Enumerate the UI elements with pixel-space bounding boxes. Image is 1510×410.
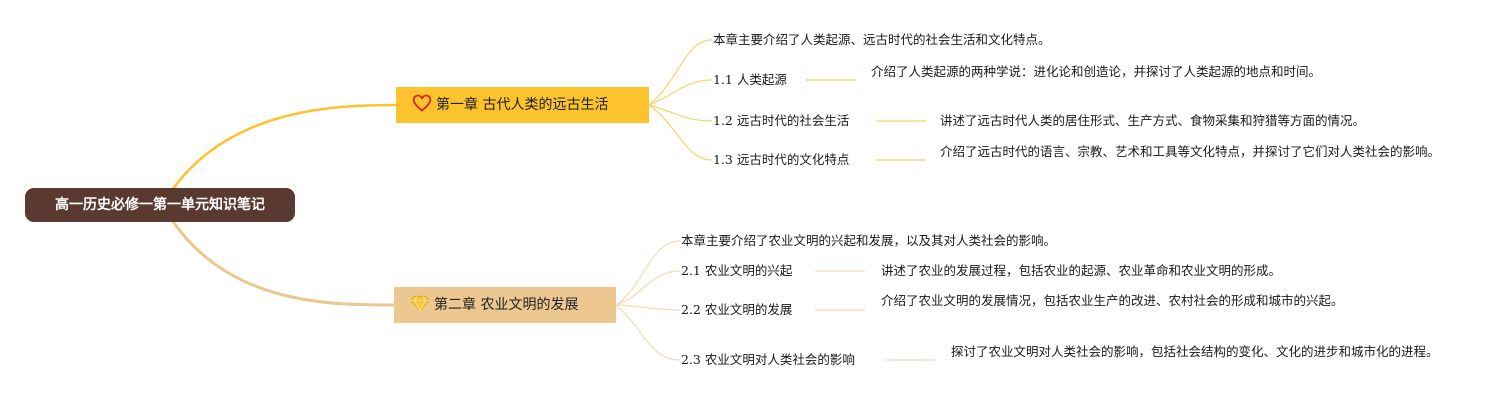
- link-root-ch1: [170, 103, 397, 191]
- chapter-2-node[interactable]: 第二章 农业文明的发展: [394, 287, 616, 323]
- link-ch2-s3: [615, 304, 681, 361]
- link-ch2-s1: [615, 270, 681, 306]
- link-ch2-summary: [615, 240, 681, 306]
- chapter-2-title: 第二章 农业文明的发展: [434, 297, 579, 313]
- section-2-2-title[interactable]: 2.2 农业文明的发展: [681, 302, 793, 317]
- link-root-ch2: [170, 219, 395, 307]
- section-2-1-detail[interactable]: 讲述了农业的发展过程，包括农业的起源、农业革命和农业文明的形成。: [881, 263, 1282, 278]
- section-2-2-detail[interactable]: 介绍了农业文明的发展情况，包括农业生产的改进、农村社会的形成和城市的兴起。: [881, 293, 1344, 308]
- chapter-1-summary[interactable]: 本章主要介绍了人类起源、远古时代的社会生活和文化特点。: [713, 32, 1051, 47]
- link-ch1-s1: [648, 79, 713, 106]
- section-1-3-detail[interactable]: 介绍了远古时代的语言、宗教、艺术和工具等文化特点，并探讨了它们对人类社会的影响。: [940, 144, 1441, 159]
- chapter-2-summary[interactable]: 本章主要介绍了农业文明的兴起和发展，以及其对人类社会的影响。: [681, 233, 1057, 248]
- link-ch2-s2: [615, 304, 681, 311]
- chapter-1-title: 第一章 古代人类的远古生活: [436, 97, 609, 113]
- link-ch1-s2: [648, 104, 713, 122]
- link-ch1-s3: [648, 104, 713, 161]
- section-2-3-title[interactable]: 2.3 农业文明对人类社会的影响: [681, 352, 855, 367]
- heart-icon: [412, 94, 432, 112]
- link-ch1-summary: [648, 39, 713, 106]
- section-1-3-title[interactable]: 1.3 远古时代的文化特点: [713, 152, 850, 167]
- diamond-icon: [410, 295, 430, 313]
- section-2-3-detail[interactable]: 探讨了农业文明对人类社会的影响，包括社会结构的变化、文化的进步和城市化的进程。: [951, 344, 1439, 359]
- chapter-1-node[interactable]: 第一章 古代人类的远古生活: [396, 87, 649, 123]
- section-1-2-title[interactable]: 1.2 远古时代的社会生活: [713, 113, 850, 128]
- section-1-1-detail[interactable]: 介绍了人类起源的两种学说：进化论和创造论，并探讨了人类起源的地点和时间。: [871, 64, 1322, 79]
- root-node[interactable]: 高一历史必修一第一单元知识笔记: [25, 188, 295, 222]
- section-2-1-title[interactable]: 2.1 农业文明的兴起: [681, 263, 793, 278]
- section-1-2-detail[interactable]: 讲述了远古时代人类的居住形式、生产方式、食物采集和狩猎等方面的情况。: [940, 113, 1366, 128]
- section-1-1-title[interactable]: 1.1 人类起源: [713, 72, 787, 87]
